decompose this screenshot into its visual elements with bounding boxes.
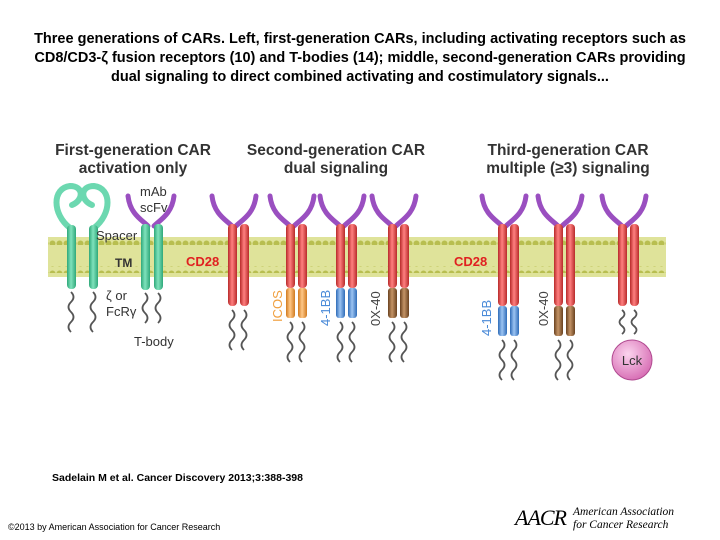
- icos-receptor: [267, 193, 317, 363]
- third-gen-title-line2: multiple (≥3) signaling: [486, 160, 650, 177]
- spacer-label: Spacer: [96, 228, 138, 243]
- aacr-logo-mark: AACR: [515, 505, 567, 530]
- 4-1bb-second-label: 4-1BB: [318, 290, 333, 326]
- 4-1bb-third-label: 4-1BB: [479, 300, 494, 336]
- third-gen-title-line1: Third-generation CAR: [487, 142, 648, 159]
- 4-1bb-receptor-second: [317, 193, 367, 363]
- aacr-logo-line2: for Cancer Research: [573, 519, 669, 531]
- ox-40-receptor-third: [535, 193, 585, 381]
- mab-label: mAb: [140, 184, 167, 199]
- 4-1bb-receptor-third: [479, 193, 529, 381]
- cd28-receptor: [209, 193, 259, 351]
- lck-receptor: [599, 193, 653, 381]
- icos-label: ICOS: [270, 290, 285, 322]
- figure-caption: Three generations of CARs. Left, first-g…: [34, 31, 686, 85]
- t-body-receptor: [125, 193, 177, 324]
- copyright-notice: ©2013 by American Association for Cancer…: [8, 522, 221, 532]
- scfv-label: scFv: [140, 200, 168, 215]
- ox-40-receptor-second: [369, 193, 419, 363]
- lck-label: Lck: [622, 353, 643, 368]
- zeta-label: ζ or: [106, 288, 128, 303]
- tm-label: TM: [115, 256, 132, 270]
- ox-40-second-label: 0X-40: [368, 291, 383, 326]
- ox-40-third-label: 0X-40: [536, 291, 551, 326]
- cd28-second-label: CD28: [186, 254, 219, 269]
- t-body-label: T-body: [134, 334, 174, 349]
- aacr-logo: AACR American Association for Cancer Res…: [515, 503, 695, 533]
- cd28-third-label: CD28: [454, 254, 487, 269]
- activating-receptor: [53, 182, 111, 333]
- fcr-gamma-label: FcRγ: [106, 304, 137, 319]
- first-gen-title-line2: activation only: [79, 160, 188, 177]
- first-gen-title-line1: First-generation CAR: [55, 142, 211, 159]
- second-gen-title-line1: Second-generation CAR: [247, 142, 425, 159]
- citation: Sadelain M et al. Cancer Discovery 2013;…: [52, 472, 303, 484]
- second-gen-title-line2: dual signaling: [284, 160, 388, 177]
- aacr-logo-line1: American Association: [573, 506, 675, 518]
